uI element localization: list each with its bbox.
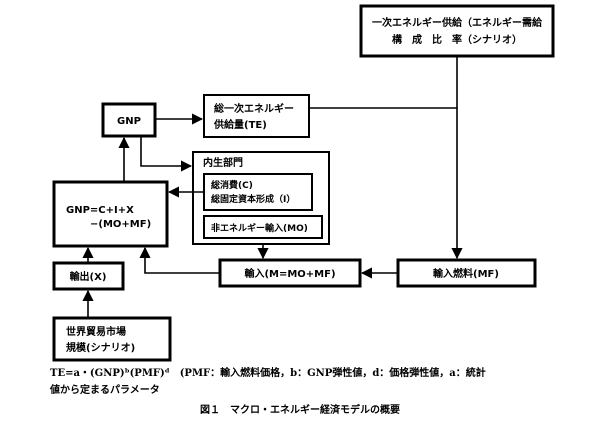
internal-sector-label: 内生部門: [203, 156, 243, 169]
nonenergy-import-box: [203, 215, 323, 239]
imports-box: 輸入(M=MO+MF): [218, 258, 362, 288]
consumption-investment-box: [203, 173, 313, 211]
gnp-identity-box: GNP=C+I+X −(MO+MF): [52, 180, 169, 248]
gnp-box: GNP: [101, 102, 157, 138]
consumption-label: 総消費(C): [211, 179, 253, 191]
gnp-label: GNP: [117, 116, 141, 127]
formula-line2: 値から定まるパラメータ: [50, 385, 160, 396]
fuel-imports-label: 輸入燃料(MF): [433, 267, 499, 280]
primary-supply-line2: 構 成 比 率（シナリオ）: [392, 33, 522, 46]
primary-supply-line1: 一次エネルギー供給（エネルギー需給: [372, 16, 543, 29]
total-primary-energy-box: 総一次エネルギー 供給量(TE): [203, 94, 310, 138]
arrow-gnp-to-internal: [140, 136, 193, 172]
identity-line1: GNP=C+I+X: [66, 205, 134, 216]
exports-label: 輸出(X): [70, 270, 107, 283]
formula-line1: TE=a・(GNP)ᵇ(PMF)ᵈ (PMF：輸入燃料価格，b：GNP弾性値，d…: [50, 368, 486, 379]
arrow-te-to-fuel-imports: [309, 107, 463, 260]
imports-label: 輸入(M=MO+MF): [244, 267, 335, 280]
total-primary-line1: 総一次エネルギー: [214, 102, 294, 115]
exports-box: 輸出(X): [52, 261, 125, 291]
fuel-imports-box: 輸入燃料(MF): [396, 258, 537, 288]
internal-sector-box: 内生部門 総消費(C) 総固定資本形成（I） 非エネルギー輸入(MO): [192, 151, 330, 245]
total-primary-line2: 供給量(TE): [213, 118, 267, 131]
world-trade-line1: 世界貿易市場: [66, 325, 126, 338]
nonenergy-import-label: 非エネルギー輸入(MO): [211, 222, 308, 234]
investment-label: 総固定資本形成（I）: [211, 193, 295, 205]
world-trade-line2: 規模(シナリオ): [66, 341, 135, 354]
primary-energy-supply-box: 一次エネルギー供給（エネルギー需給 構 成 比 率（シナリオ）: [359, 4, 555, 58]
te-formula: TE=a・(GNP)ᵇ(PMF)ᵈ (PMF：輸入燃料価格，b：GNP弾性値，d…: [50, 365, 570, 399]
world-trade-box: 世界貿易市場 規模(シナリオ): [52, 316, 172, 362]
figure-caption: 図１ マクロ・エネルギー経済モデルの概要: [200, 405, 400, 416]
arrow-imports-to-identity: [139, 246, 220, 274]
identity-line2: −(MO+MF): [90, 219, 151, 230]
